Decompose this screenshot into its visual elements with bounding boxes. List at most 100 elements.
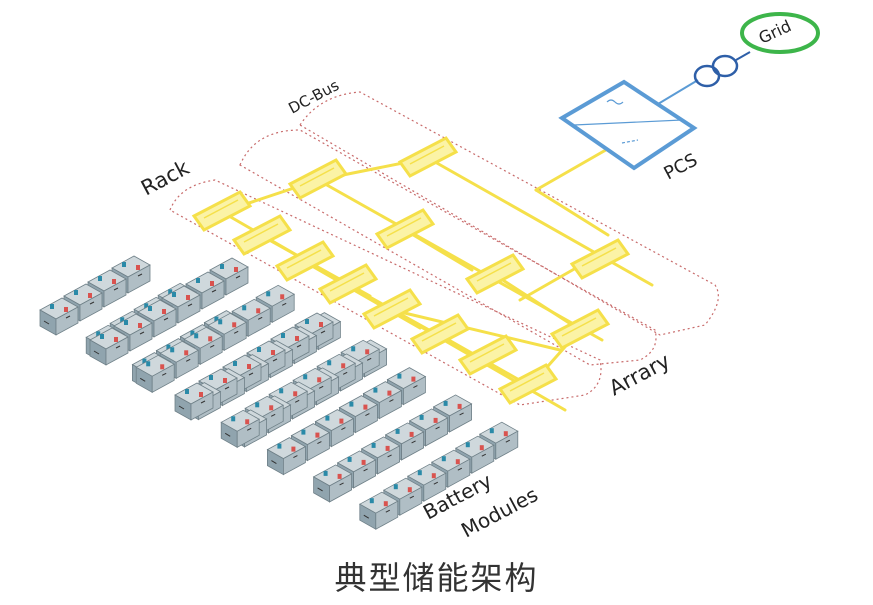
negative-terminal-icon [327, 360, 332, 366]
pcs-to-transformer-line [657, 79, 699, 105]
bus-line-segment [493, 273, 582, 332]
positive-terminal-icon [503, 431, 508, 437]
fuse-box [361, 288, 423, 330]
negative-terminal-icon [185, 389, 189, 394]
positive-terminal-icon [232, 322, 237, 328]
battery-module [266, 437, 307, 476]
negative-terminal-icon [443, 400, 448, 406]
negative-terminal-icon [233, 361, 237, 366]
negative-terminal-icon [351, 346, 356, 352]
positive-terminal-icon [411, 376, 416, 382]
negative-terminal-icon [489, 428, 494, 434]
battery-module [312, 464, 353, 503]
rack-outline-outer [239, 129, 657, 366]
positive-terminal-icon [365, 349, 370, 355]
positive-terminal-icon [315, 432, 320, 438]
negative-terminal-icon [417, 470, 422, 476]
positive-terminal-icon [160, 364, 165, 370]
positive-terminal-icon [269, 405, 274, 411]
negative-terminal-icon [347, 456, 352, 462]
positive-terminal-icon [433, 417, 438, 423]
positive-terminal-icon [162, 309, 166, 314]
pcs-box [558, 79, 698, 171]
positive-terminal-icon [319, 322, 323, 327]
negative-terminal-icon [441, 456, 446, 462]
negative-terminal-icon [124, 320, 128, 325]
diagram-caption: 典型储能架构 [334, 559, 539, 597]
negative-terminal-icon [465, 442, 470, 448]
bus-line-segment [534, 141, 620, 192]
dc-bus-outline [299, 91, 719, 336]
positive-terminal-icon [455, 459, 460, 465]
rack-outline-inner [169, 179, 602, 406]
positive-terminal-icon [223, 378, 227, 383]
pcs-diagonal [573, 119, 683, 126]
negative-terminal-icon [168, 289, 173, 295]
negative-terminal-icon [209, 375, 213, 380]
negative-terminal-icon [144, 303, 149, 309]
positive-terminal-icon [363, 404, 368, 410]
positive-terminal-icon [136, 265, 140, 270]
negative-terminal-icon [323, 470, 328, 476]
positive-terminal-icon [64, 307, 68, 312]
negative-terminal-icon [325, 415, 330, 421]
positive-terminal-icon [247, 364, 251, 369]
negative-terminal-icon [257, 347, 261, 352]
fuse-box [457, 334, 519, 376]
negative-terminal-icon [281, 333, 285, 338]
negative-terminal-icon [231, 416, 236, 422]
negative-terminal-icon [393, 484, 398, 490]
negative-terminal-icon [371, 442, 376, 448]
bus-line-segment [390, 308, 562, 352]
negative-terminal-icon [305, 319, 309, 324]
positive-terminal-icon [88, 293, 92, 298]
negative-terminal-icon [369, 498, 374, 504]
positive-terminal-icon [337, 473, 342, 479]
positive-terminal-icon [409, 431, 414, 437]
negative-terminal-icon [266, 291, 271, 297]
negative-terminal-icon [220, 264, 224, 269]
positive-terminal-icon [339, 418, 344, 424]
rack-label: Rack [137, 155, 194, 200]
positive-terminal-icon [341, 363, 346, 369]
positive-terminal-icon [280, 294, 285, 300]
negative-terminal-icon [349, 401, 354, 407]
fuse-box [569, 238, 631, 280]
positive-terminal-icon [114, 337, 118, 342]
positive-terminal-icon [479, 445, 484, 451]
battery-module [384, 422, 425, 461]
negative-terminal-icon [218, 319, 223, 325]
battery-module [39, 297, 79, 336]
positive-terminal-icon [291, 446, 296, 452]
positive-terminal-icon [245, 419, 250, 425]
fuse-box [374, 208, 436, 250]
positive-terminal-icon [385, 445, 390, 451]
fuse-box [274, 240, 336, 282]
positive-terminal-icon [112, 279, 116, 284]
negative-terminal-icon [142, 358, 147, 364]
fuse-box [464, 253, 526, 295]
negative-terminal-icon [194, 333, 199, 339]
positive-terminal-icon [361, 459, 366, 465]
battery-module [89, 327, 129, 366]
positive-terminal-icon [184, 350, 189, 356]
positive-terminal-icon [293, 391, 298, 397]
battery-module [174, 382, 214, 421]
transformer-icon [693, 54, 739, 88]
positive-terminal-icon [271, 350, 275, 355]
dc-bus-enclosure [299, 91, 719, 336]
fuse-box [397, 136, 459, 178]
negative-terminal-icon [120, 317, 125, 323]
battery-module [220, 409, 261, 448]
fuse-box [191, 190, 253, 232]
battery-module [135, 354, 176, 393]
fuse-box [497, 363, 559, 405]
grid-circle [740, 12, 820, 54]
positive-terminal-icon [210, 281, 214, 286]
negative-terminal-icon [277, 443, 282, 449]
battery-module [358, 491, 399, 530]
bus-line-segment [303, 260, 422, 330]
pcs-ac-symbol-icon [606, 99, 624, 105]
negative-terminal-icon [146, 361, 151, 367]
